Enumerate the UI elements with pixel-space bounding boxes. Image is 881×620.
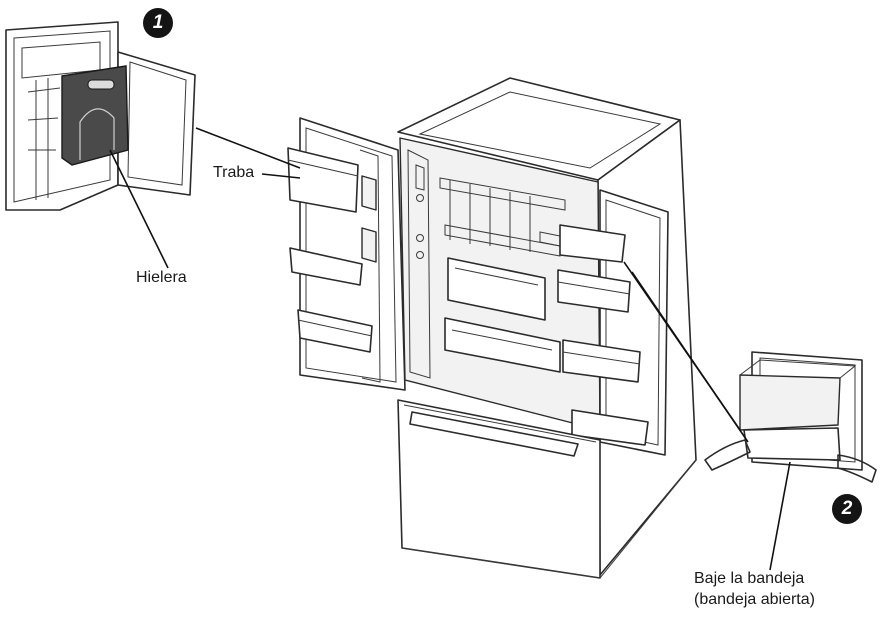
step-badge-2: 2 [832,494,862,524]
step-number-2: 2 [841,498,853,519]
step-badge-1: 1 [143,8,173,38]
leader-baje [769,461,791,571]
leader-hielera [109,149,169,269]
latch-shape [361,175,377,211]
label-traba: Traba [213,164,255,181]
leader-inset1-to-door [195,127,301,169]
inset-ice-bucket [5,21,196,211]
label-baje-line2: (bandeja abierta) [694,591,815,608]
label-baje-line1: Baje la bandeja [694,570,805,587]
label-hielera: Hielera [136,269,187,286]
leader-tray-b [623,261,741,431]
inset-lower-tray [704,351,877,483]
ice-bucket-shape [61,65,129,166]
step-number-1: 1 [152,12,164,33]
leader-traba [261,173,301,179]
refrigerator [287,77,697,579]
